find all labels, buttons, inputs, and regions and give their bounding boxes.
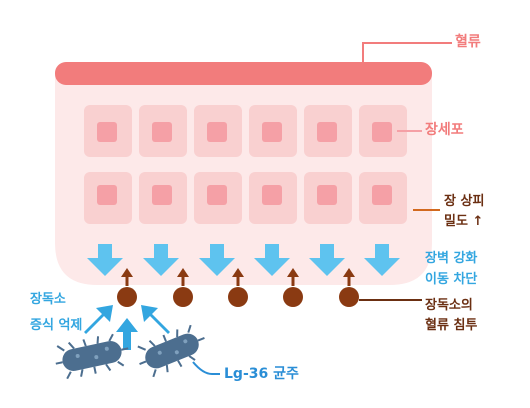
cell-nucleus [97, 185, 117, 205]
barrier-arrow [309, 244, 345, 276]
toxin-particle [173, 268, 193, 307]
toxin-particle [117, 268, 137, 307]
cell-nucleus [207, 185, 227, 205]
barrier-arrow [143, 244, 179, 276]
label-toxin-invasion-line2: 혈류 침투 [425, 318, 478, 333]
label-strain: Lg-36 균주 [224, 366, 299, 382]
label-barrier-line2: 이동 차단 [425, 272, 478, 287]
inhibition-arrow [116, 318, 138, 350]
cell-row-2 [84, 172, 407, 224]
barrier-arrow [87, 244, 123, 276]
label-epithelial-density-line2: 밀도 ↑ [444, 214, 484, 229]
barrier-arrow [364, 244, 400, 276]
label-barrier-line1: 장벽 강화 [425, 251, 478, 266]
cell-nucleus [372, 122, 392, 142]
cell-nucleus [372, 185, 392, 205]
toxin-particle [283, 268, 303, 307]
lg36-bacterium [55, 333, 129, 380]
label-intestinal-cell: 장세포 [425, 122, 464, 138]
inhibition-arrow [141, 305, 170, 334]
cell-nucleus [317, 185, 337, 205]
toxin-particle [228, 268, 248, 307]
cell-nucleus [262, 185, 282, 205]
label-blood-flow: 혈류 [455, 34, 481, 50]
toxins [117, 268, 359, 307]
barrier-arrow [254, 244, 290, 276]
inhibition-arrow [84, 305, 113, 334]
toxin-particle [339, 268, 359, 307]
label-toxin-inhibit-line1: 장독소 [30, 292, 66, 307]
label-toxin-invasion-line1: 장독소의 [425, 298, 473, 313]
cell-nucleus [152, 185, 172, 205]
inhibition-arrows [84, 305, 170, 350]
lg36-bacterium [137, 324, 205, 378]
label-epithelial-density-line1: 장 상피 [444, 194, 485, 209]
barrier-arrow [199, 244, 235, 276]
cell-nucleus [262, 122, 282, 142]
leader-blood-flow [362, 42, 452, 62]
label-toxin-inhibit-line2: 증식 억제 [30, 318, 83, 333]
cell-nucleus [207, 122, 227, 142]
leader-strain [192, 361, 220, 375]
cell-nucleus [97, 122, 117, 142]
barrier-arrows [87, 244, 400, 276]
cell-row-1 [84, 105, 407, 157]
blood-vessel-band [55, 62, 432, 85]
cell-nucleus [152, 122, 172, 142]
cell-nucleus [317, 122, 337, 142]
